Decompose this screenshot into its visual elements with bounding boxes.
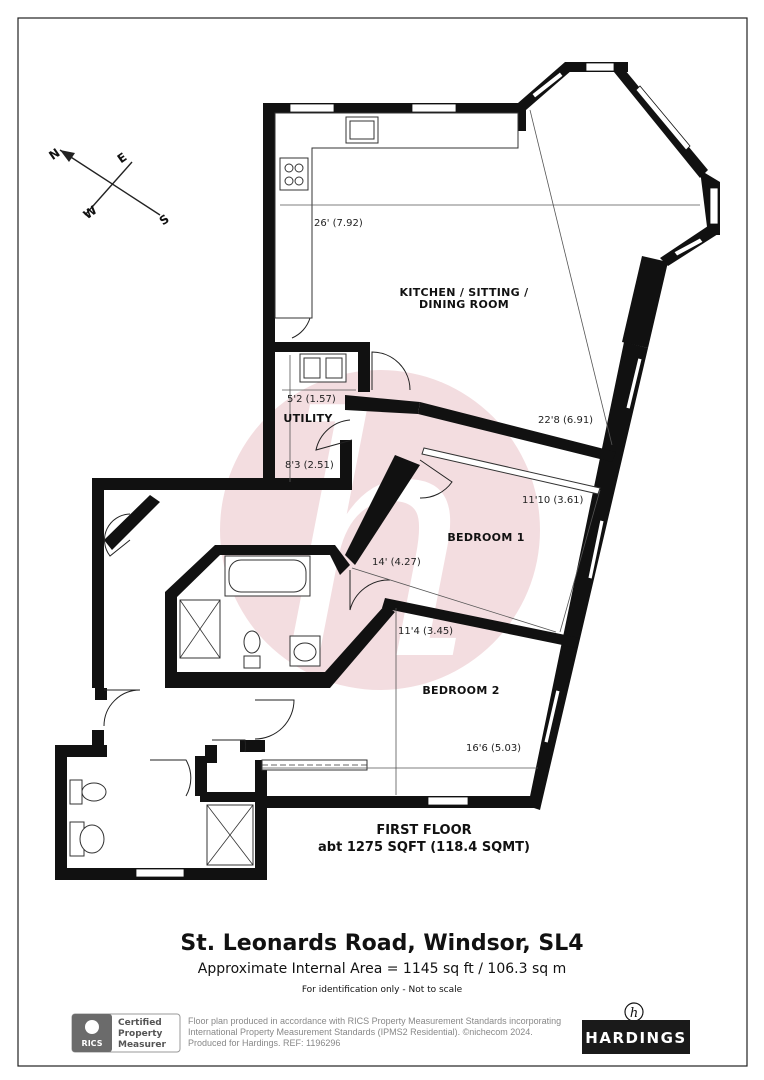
dim-bed2-width: 11'4 (3.45)	[398, 626, 453, 637]
brand-mark: h	[630, 1006, 638, 1021]
room-label-bedroom2: BEDROOM 2	[422, 684, 499, 697]
statement-line3: Produced for Hardings. REF: 1196296	[188, 1038, 340, 1048]
fixtures	[69, 112, 601, 866]
rics-line3: Measurer	[118, 1040, 166, 1050]
floor-label-name: FIRST FLOOR	[376, 823, 471, 838]
brand-name: HARDINGS	[585, 1029, 686, 1047]
dim-bed2-depth: 16'6 (5.03)	[466, 743, 521, 754]
windows	[135, 62, 719, 878]
walls	[55, 62, 720, 880]
statement-line1: Floor plan produced in accordance with R…	[188, 1016, 561, 1026]
dim-bed1-depth: 14' (4.27)	[372, 557, 421, 568]
dimension-lines	[262, 109, 700, 795]
dim-kitchen-depth: 22'8 (6.91)	[538, 415, 593, 426]
compass-n: N	[46, 146, 62, 163]
room-label-kitchen-line2: DINING ROOM	[419, 298, 509, 311]
compass: N E S W	[46, 146, 172, 228]
dim-utility-depth: 8'3 (2.51)	[285, 460, 334, 471]
dim-kitchen-width: 26' (7.92)	[314, 218, 363, 229]
room-label-bedroom1: BEDROOM 1	[447, 531, 524, 544]
area-subtitle: Approximate Internal Area = 1145 sq ft /…	[198, 961, 566, 977]
rics-line2: Property	[118, 1029, 163, 1039]
floor-label-area: abt 1275 SQFT (118.4 SQMT)	[318, 840, 530, 855]
compass-e: E	[115, 150, 130, 166]
room-label-kitchen-line1: KITCHEN / SITTING /	[400, 286, 530, 299]
scale-note: For identification only - Not to scale	[302, 985, 463, 995]
compass-s: S	[157, 212, 172, 228]
compass-w: W	[81, 203, 100, 222]
rics-badge-short: RICS	[82, 1039, 103, 1048]
rics-line1: Certified	[118, 1018, 162, 1028]
statement-line2: International Property Measurement Stand…	[188, 1027, 533, 1037]
dim-utility-width: 5'2 (1.57)	[287, 394, 336, 405]
address-title: St. Leonards Road, Windsor, SL4	[180, 931, 583, 956]
room-label-utility: UTILITY	[283, 412, 333, 425]
dim-bed1-width: 11'10 (3.61)	[522, 495, 584, 506]
page-frame	[17, 17, 748, 1067]
hardings-logo: h HARDINGS	[582, 1002, 690, 1054]
rics-badge: RICS Certified Property Measurer	[71, 1013, 181, 1053]
